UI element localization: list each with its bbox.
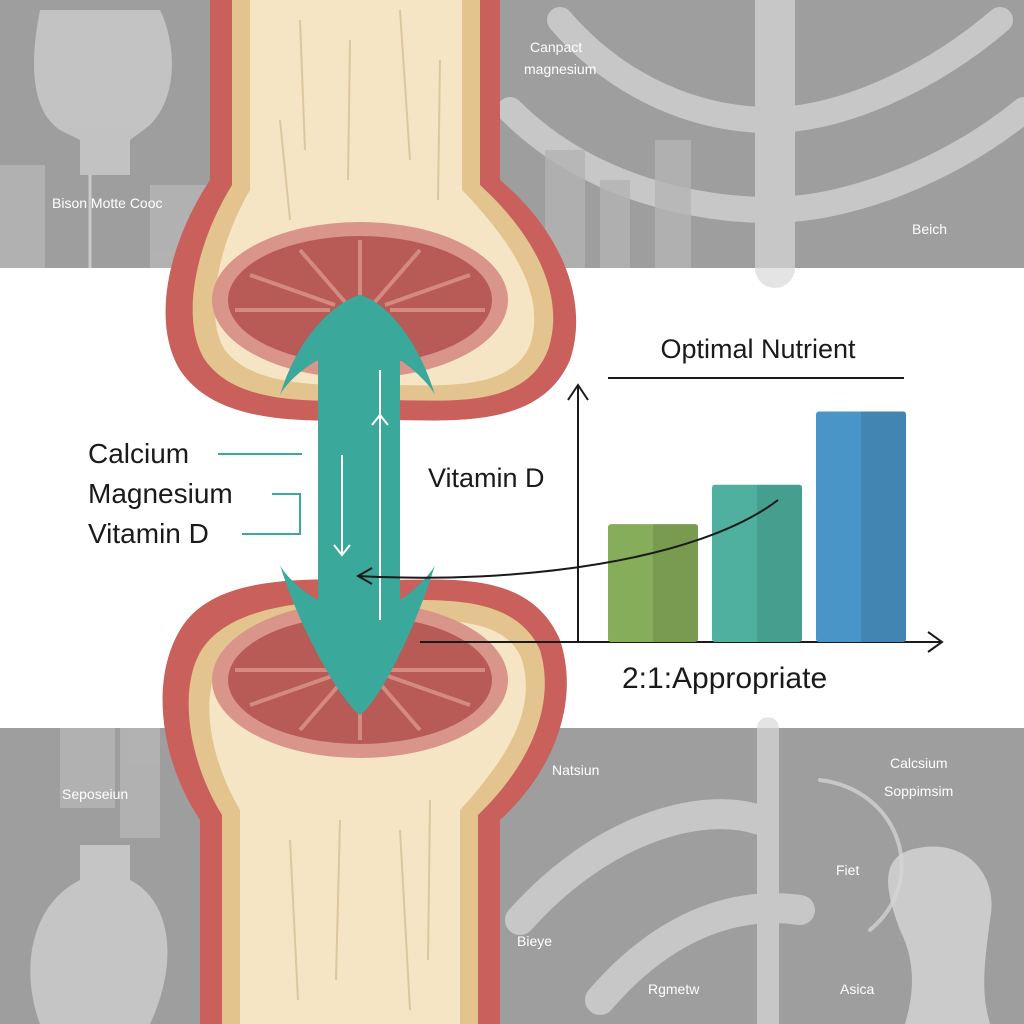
bg-label-seposeiun: Seposeiun <box>62 786 128 802</box>
chart-bars <box>608 411 906 642</box>
bg-label-canpact: Canpact <box>530 39 582 55</box>
chart-title: Optimal Nutrient <box>660 334 856 364</box>
lower-bone <box>162 579 567 1024</box>
bg-label-natsiun: Natsiun <box>552 762 599 778</box>
legend-calcium: Calcium <box>88 438 189 469</box>
legend-magnesium: Magnesium <box>88 478 233 509</box>
bg-label-beich: Beich <box>912 221 947 237</box>
y-axis-arrowhead <box>567 383 589 401</box>
double-arrow <box>280 295 435 715</box>
chart-bar-shade-3 <box>861 411 906 642</box>
chart-bar-shade-2 <box>757 484 802 642</box>
bg-label-soppimsim: Soppimsim <box>884 783 953 799</box>
bg-label-top-left: Bison Motte Cooc <box>52 195 163 211</box>
chart-bar-3 <box>816 411 906 642</box>
vitamin-d-pointer-arrowhead <box>355 567 373 585</box>
bg-label-calcsium: Calcsium <box>890 755 948 771</box>
x-axis-arrowhead <box>927 631 944 653</box>
ghost-joint-bottom-right <box>888 846 992 1024</box>
bg-label-rgmetw: Rgmetw <box>648 981 700 997</box>
bg-label-asica: Asica <box>840 981 874 997</box>
chart-bar-1 <box>608 524 698 642</box>
chart-x-label: 2:1:Appropriate <box>622 662 827 695</box>
vitamin-d-pointer <box>357 499 779 579</box>
bg-label-bieye: Bieye <box>517 933 552 949</box>
ghost-bone-bottom-left <box>30 728 168 1024</box>
chart-bar-shade-1 <box>653 524 698 642</box>
nutrient-legend: Calcium Magnesium Vitamin D <box>88 438 302 549</box>
background-labels: Canpact magnesium Bison Motte Cooc Beich… <box>52 39 953 997</box>
chart-bar-2 <box>712 484 802 642</box>
chart-annotation-vitamin-d: Vitamin D <box>428 463 545 493</box>
legend-vitamin-d: Vitamin D <box>88 518 209 549</box>
ghost-bones-bottom-right <box>505 717 904 1024</box>
upper-bone <box>165 0 577 421</box>
nutrient-bar-chart: Optimal Nutrient Vitamin D 2:1:Appropria… <box>355 334 944 695</box>
bg-label-fiet: Fiet <box>836 862 859 878</box>
ghost-ribcage-top-right <box>497 0 1024 288</box>
bg-label-magnesium: magnesium <box>524 61 596 77</box>
